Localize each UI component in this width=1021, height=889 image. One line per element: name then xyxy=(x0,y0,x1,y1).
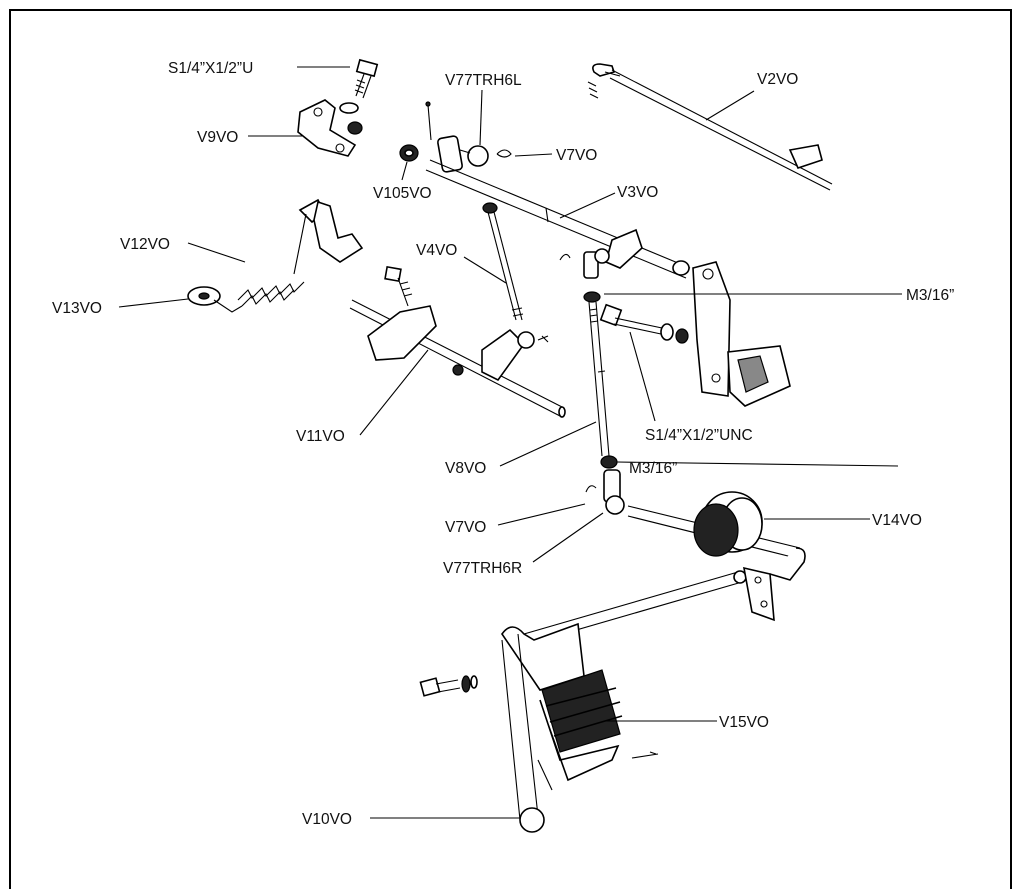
v8vo-rod xyxy=(588,301,618,469)
screw-part xyxy=(354,58,379,99)
label-v3vo: V3VO xyxy=(617,184,658,201)
label-v77trh6r: V77TRH6R xyxy=(443,560,522,577)
label-v77trh6l: V77TRH6L xyxy=(445,72,522,89)
diagram-frame xyxy=(9,9,1012,889)
label-v14vo: V14VO xyxy=(872,512,922,529)
label-s14x12unc: S1/4”X1/2”UNC xyxy=(645,427,753,444)
label-m316-top: M3/16” xyxy=(906,287,954,304)
label-v11vo: V11VO xyxy=(296,428,345,445)
v13vo-disc xyxy=(187,286,243,313)
label-v8vo: V8VO xyxy=(445,460,486,477)
label-v10vo: V10VO xyxy=(302,811,352,828)
label-v2vo: V2VO xyxy=(757,71,798,88)
v7vo-clip xyxy=(496,149,512,158)
label-s14x12u: S1/4”X1/2”U xyxy=(168,60,253,77)
v11vo-shaft xyxy=(349,265,566,418)
leader-lines xyxy=(118,66,902,819)
label-v4vo: V4VO xyxy=(416,242,457,259)
label-v7vo-bottom: V7VO xyxy=(445,519,486,536)
label-v9vo: V9VO xyxy=(197,129,238,146)
v14vo-boot xyxy=(627,491,806,581)
v9vo-bracket xyxy=(297,99,357,157)
washer-part xyxy=(347,121,363,135)
v15vo-pedal-pad xyxy=(539,669,659,782)
label-v7vo-top: V7VO xyxy=(556,147,597,164)
label-v15vo: V15VO xyxy=(719,714,769,731)
v77trh6l-ball-joint xyxy=(437,135,489,173)
label-v12vo: V12VO xyxy=(120,236,170,253)
v3vo-rod xyxy=(425,159,691,279)
pedal-arm xyxy=(501,566,775,833)
label-m316-bottom: M3/16” xyxy=(629,460,677,477)
ball-joint-upper xyxy=(559,248,610,303)
v77trh6r-ball-joint xyxy=(585,469,625,515)
label-v13vo: V13VO xyxy=(52,300,102,317)
label-v105vo: V105VO xyxy=(373,185,432,202)
v12vo-spring xyxy=(237,198,325,307)
v12vo-arm xyxy=(313,200,364,263)
v2vo-rod xyxy=(587,63,833,191)
unc-screw xyxy=(599,303,689,344)
washer-part xyxy=(339,102,359,114)
v4vo-rod xyxy=(482,202,524,321)
pivot-bracket xyxy=(672,260,791,407)
pedal-bolt xyxy=(419,675,478,697)
